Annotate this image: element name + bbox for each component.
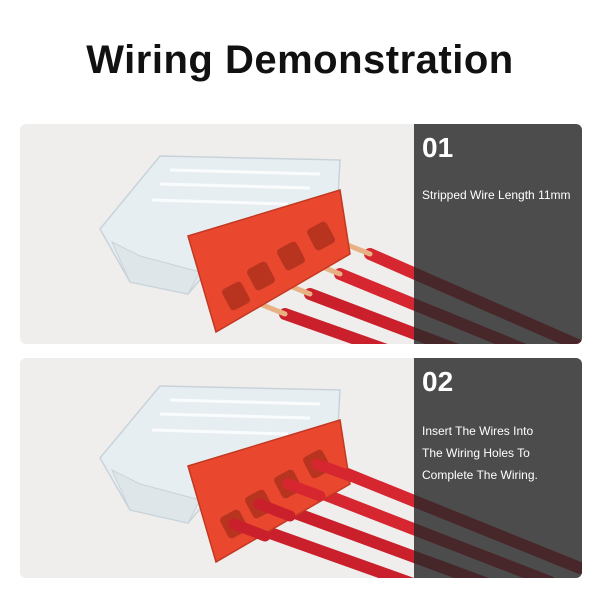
step-info-box-1: 01 Stripped Wire Length 11mm <box>414 124 582 344</box>
step-number: 01 <box>422 132 454 163</box>
step-panel-1: 01 Stripped Wire Length 11mm <box>20 124 582 344</box>
step-line: Insert The Wires Into <box>422 424 534 438</box>
step-number: 02 <box>422 366 454 397</box>
connector-stripped-wires-illustration <box>99 155 582 344</box>
step-line: The Wiring Holes To <box>422 446 530 460</box>
step-line: Stripped Wire Length 11mm <box>422 188 571 202</box>
step-description: Stripped Wire Length 11mm <box>422 184 580 206</box>
page-title: Wiring Demonstration <box>86 38 514 82</box>
step-info-box-2: 02 Insert The Wires Into The Wiring Hole… <box>414 358 582 578</box>
step-description: Insert The Wires Into The Wiring Holes T… <box>422 420 580 486</box>
step-panel-2: 02 Insert The Wires Into The Wiring Hole… <box>20 358 582 578</box>
step-line: Complete The Wiring. <box>422 468 538 482</box>
